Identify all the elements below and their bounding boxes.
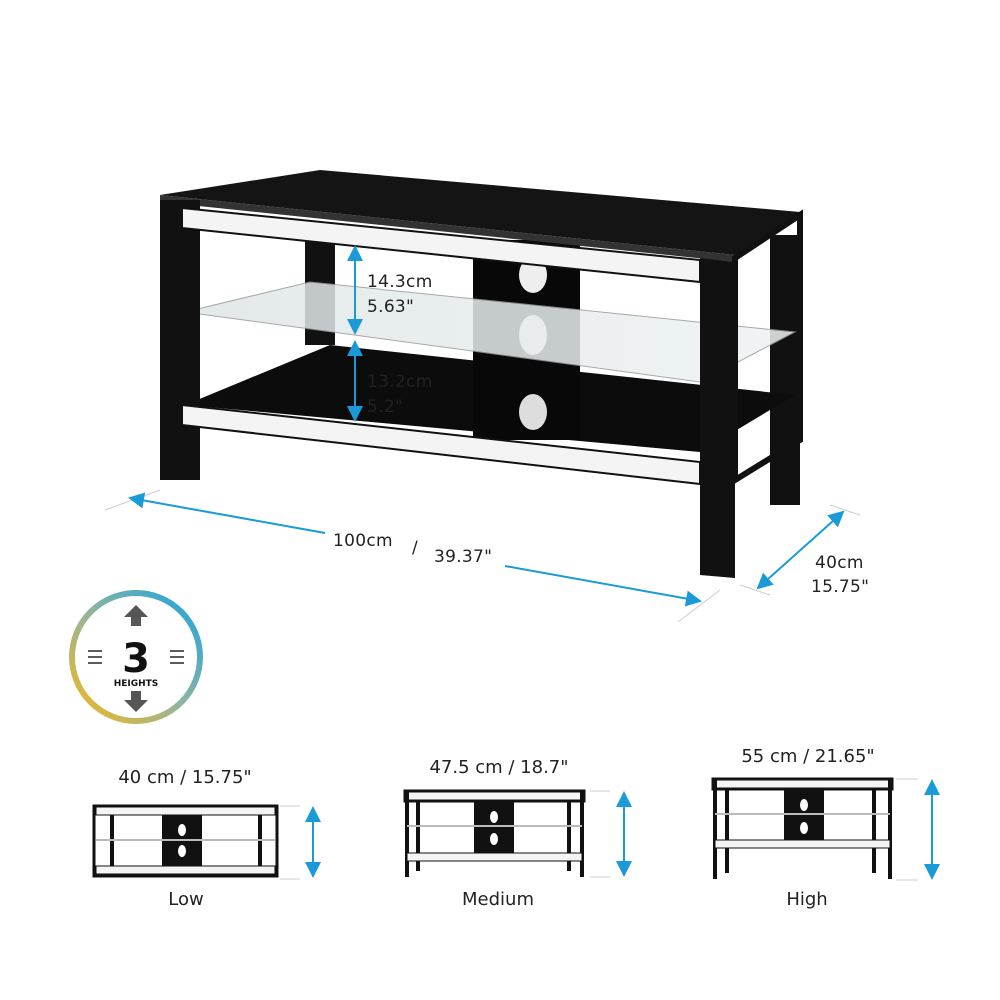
top-glass [160, 170, 800, 255]
high-label: High [786, 889, 827, 910]
lower-clearance-cm: 13.2cm [367, 372, 433, 392]
height-option-medium: 47.5 cm / 18.7" Medium [403, 757, 632, 910]
width-in: 39.37" [434, 547, 492, 567]
upper-clearance-in: 5.63" [367, 297, 414, 317]
depth-in: 15.75" [811, 577, 869, 597]
back-right-leg [770, 235, 800, 505]
front-left-leg [160, 200, 200, 480]
low-label: Low [168, 889, 203, 910]
medium-dimension: 47.5 cm / 18.7" [429, 757, 568, 778]
top-front-rail [181, 206, 701, 284]
low-dimension: 40 cm / 15.75" [118, 767, 251, 788]
badge-number: 3 [122, 636, 150, 682]
height-option-high: 55 cm / 21.65" High [711, 746, 940, 910]
bottom-front-rail [181, 403, 701, 486]
height-option-low: 40 cm / 15.75" Low [92, 767, 321, 910]
lower-clearance-in: 5.2" [367, 397, 403, 417]
medium-label: Medium [462, 889, 534, 910]
badge-label: HEIGHTS [114, 679, 159, 689]
upper-clearance-cm: 14.3cm [367, 272, 433, 292]
depth-arrow [756, 510, 845, 590]
depth-cm: 40cm [815, 553, 864, 573]
arrow-down-icon [124, 691, 148, 712]
front-right-leg [700, 258, 735, 578]
glass-shelf [184, 281, 797, 383]
arrow-up-icon [124, 605, 148, 626]
width-arrow-right [504, 565, 702, 607]
width-cm: 100cm [333, 531, 393, 551]
three-heights-badge: 3 HEIGHTS [69, 590, 203, 724]
tv-stand-main [160, 170, 803, 578]
width-separator: / [412, 538, 418, 558]
high-dimension: 55 cm / 21.65" [741, 746, 874, 767]
width-arrow-left [128, 492, 326, 534]
level-lines-icon [88, 650, 184, 664]
